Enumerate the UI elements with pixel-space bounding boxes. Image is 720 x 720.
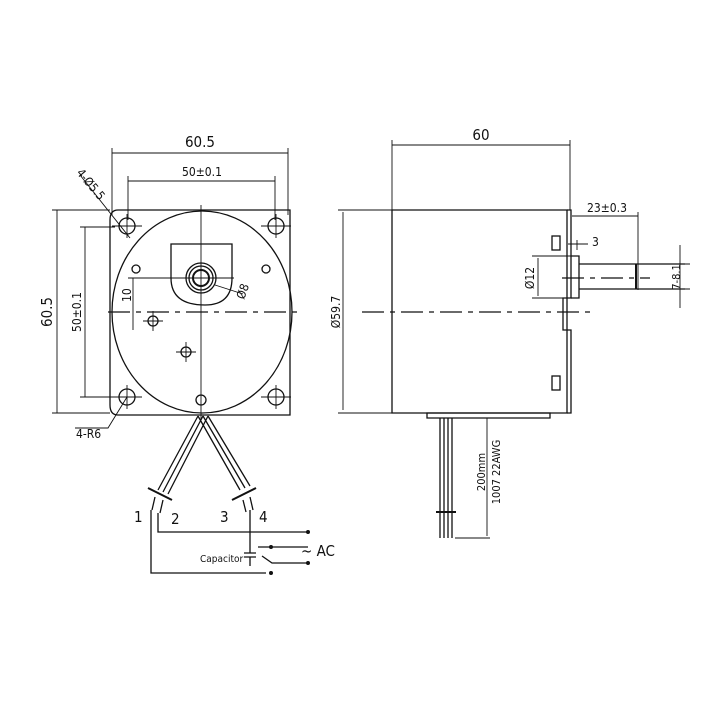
shaft-dia: Ø8 — [234, 282, 252, 301]
center-line-v — [128, 205, 234, 420]
hole-callout: 4-Ø5.5 — [74, 166, 108, 203]
terminal-1: 1 — [134, 508, 143, 526]
dim-boss-height: 3 — [592, 235, 599, 249]
wire-length: 200mm — [475, 453, 488, 491]
wiring-diagram: 1 2 3 4 Capacitor ~ AC — [134, 415, 335, 575]
offset-dim: 10 — [120, 288, 134, 302]
flange — [562, 209, 572, 414]
terminal-3: 3 — [220, 508, 229, 526]
dim-width: 60.5 — [185, 133, 215, 151]
dim-height: 60.5 — [38, 297, 56, 327]
lead-wires — [439, 418, 453, 538]
ac-label: ~ AC — [301, 542, 335, 560]
output-shaft — [579, 263, 685, 290]
dim-vertical-hole-spacing: 50±0.1 — [70, 292, 84, 332]
front-view: 60.5 50±0.1 60.5 50±0.1 4-Ø5.5 4-R6 Ø8 1… — [38, 133, 298, 441]
terminal-4: 4 — [259, 508, 268, 526]
mounting-plate-outline — [109, 209, 291, 416]
dim-shaft-length: 23±0.3 — [587, 201, 627, 215]
terminal-2: 2 — [171, 510, 180, 528]
radius-callout: 4-R6 — [76, 427, 101, 441]
dim-shaft-flat: 7-8.1 — [670, 264, 683, 290]
dim-boss-dia: Ø12 — [523, 267, 537, 289]
gearbox-boss — [170, 243, 233, 306]
dim-length: 60 — [472, 126, 489, 144]
side-view: 60 Ø59.7 23±0.3 3 Ø12 7-8.1 200mm 1007 2… — [329, 126, 690, 539]
terminal-dots — [269, 530, 310, 575]
side-center-line — [362, 277, 650, 313]
dim-hole-spacing: 50±0.1 — [182, 165, 222, 179]
dim-body-dia: Ø59.7 — [329, 296, 343, 329]
wire-spec: 1007 22AWG — [490, 440, 503, 505]
capacitor-label: Capacitor — [200, 554, 243, 565]
